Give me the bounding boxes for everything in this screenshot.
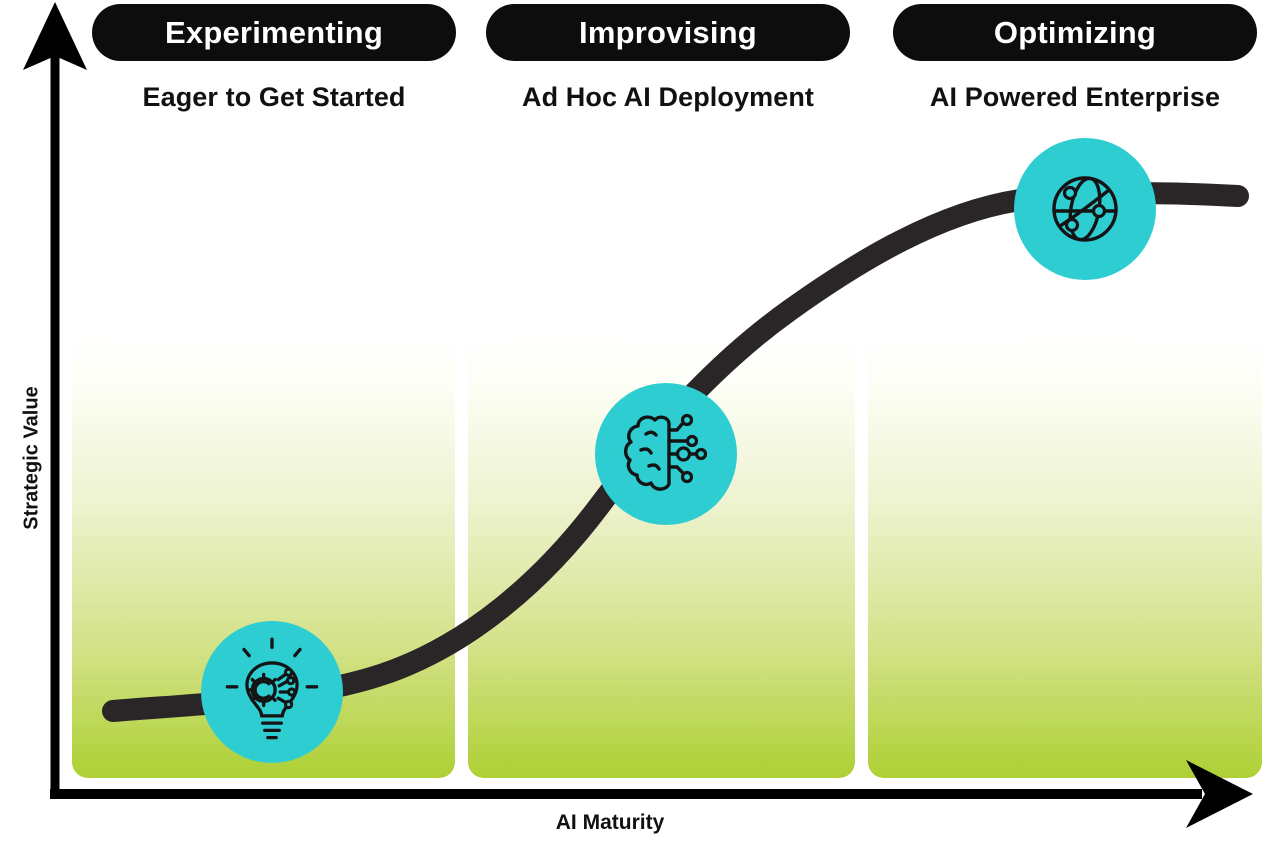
milestone-optimizing — [1014, 138, 1156, 280]
stage-header-experimenting: Experimenting Eager to Get Started — [90, 4, 458, 113]
milestone-experimenting — [201, 621, 343, 763]
y-axis-arrowhead-icon — [23, 2, 87, 70]
stage-subtitle: Ad Hoc AI Deployment — [521, 82, 815, 112]
stage-header-optimizing: Optimizing AI Powered Enterprise — [891, 4, 1259, 113]
stage-pill: Optimizing — [893, 4, 1257, 61]
lightbulb-gear-icon — [225, 637, 319, 740]
stage-subtitle: Eager to Get Started — [142, 82, 406, 112]
stage-pill: Improvising — [486, 4, 850, 61]
globe-network-icon — [1052, 176, 1118, 242]
stage-pill: Experimenting — [92, 4, 456, 61]
y-axis-label: Strategic Value — [20, 386, 43, 530]
milestone-improvising — [595, 383, 737, 525]
stage-subtitle: AI Powered Enterprise — [929, 82, 1221, 112]
brain-circuit-icon — [623, 413, 708, 491]
stage-header-improvising: Improvising Ad Hoc AI Deployment — [484, 4, 852, 113]
stage-panel-optimizing — [868, 331, 1262, 778]
x-axis-label: AI Maturity — [555, 811, 665, 834]
